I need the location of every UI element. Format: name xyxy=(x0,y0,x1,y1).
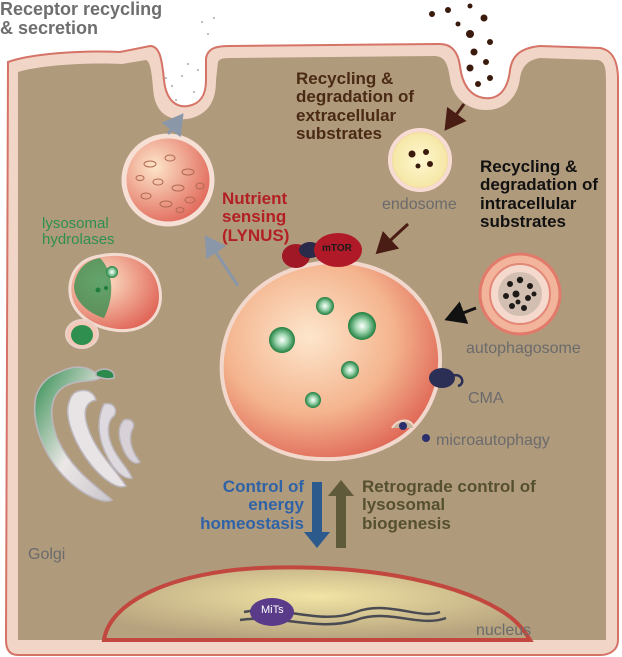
golgi-label: Golgi xyxy=(28,546,66,563)
microautophagy-label: microautophagy xyxy=(436,432,550,449)
pointer-arrow-icon xyxy=(444,103,467,131)
autophagosome-label: autophagosome xyxy=(466,340,581,357)
energy-homeostasis-label: Control of energy homeostasis xyxy=(200,477,304,533)
endosome-label: endosome xyxy=(382,196,457,213)
cma-label: CMA xyxy=(468,390,504,407)
intracellular-label: Recycling & degradation of intracellular… xyxy=(480,157,599,232)
down-arrow-icon xyxy=(304,482,330,548)
nucleus-label: nucleus xyxy=(476,622,532,639)
extracellular-label: Recycling & degradation of extracellular… xyxy=(296,69,415,144)
endosome-contents xyxy=(408,149,433,169)
extracellular-particles xyxy=(429,3,493,87)
endosome xyxy=(388,128,452,192)
autophagosome-contents xyxy=(503,276,537,311)
pointer-arrow-icon xyxy=(444,301,477,324)
up-arrow-icon xyxy=(328,480,354,548)
pointer-arrow-icon xyxy=(204,234,240,287)
mtor-complex xyxy=(282,233,362,268)
hydrolase-dots xyxy=(269,297,376,408)
vesicle-pattern xyxy=(135,154,205,213)
mtor-label: mTOR xyxy=(322,243,352,254)
pointer-arrow-icon xyxy=(375,222,410,255)
lysosomal-hydrolases-label: lysosomal hydrolases xyxy=(42,215,115,249)
mits-label: MiTs xyxy=(261,604,284,616)
cma-translocator xyxy=(429,368,464,388)
nutrient-sensing-label: Nutrient sensing (LYNUS) xyxy=(222,189,290,245)
receptor-recycling-label: Receptor recycling & secretion xyxy=(0,0,163,39)
golgi-apparatus xyxy=(34,366,142,502)
secretion-particles-gray xyxy=(165,17,215,101)
main-lysosome xyxy=(219,259,443,462)
retrograde-control-label: Retrograde control of lysosomal biogenes… xyxy=(362,477,536,533)
mits-icon xyxy=(250,598,294,626)
pointer-arrow-icon xyxy=(161,113,184,138)
secretion-particles xyxy=(166,5,215,103)
